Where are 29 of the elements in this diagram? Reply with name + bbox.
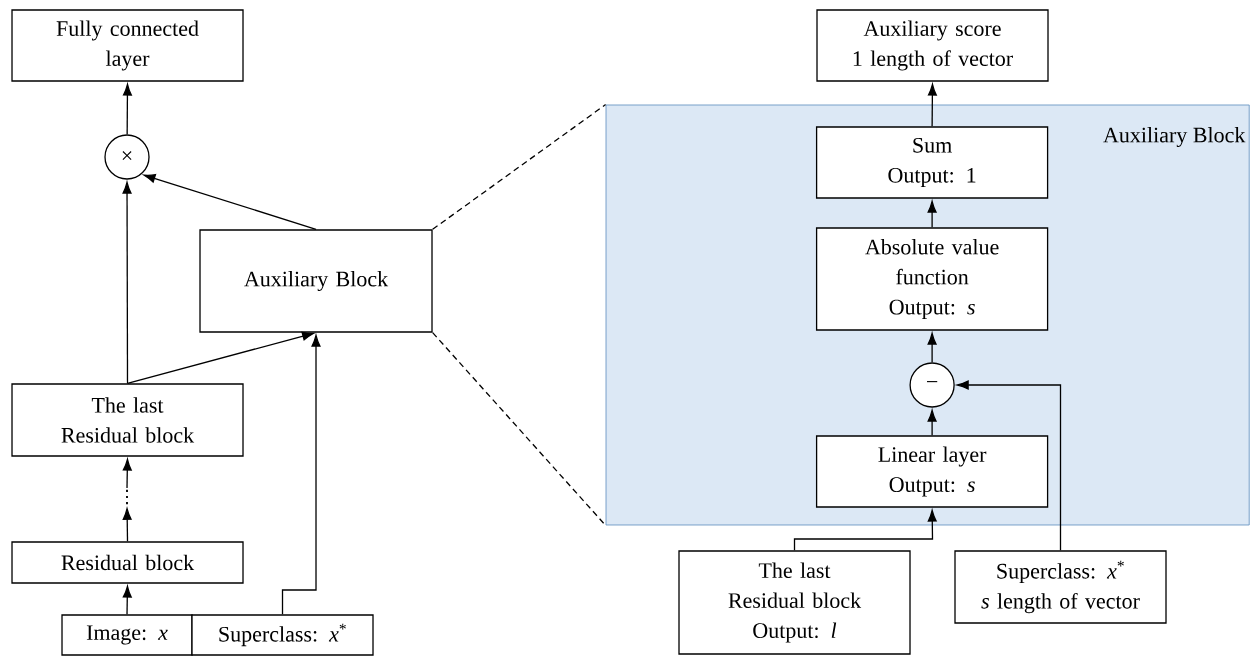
arrow [126, 331, 314, 384]
process-box: Fully connected layer [11, 9, 244, 82]
input-box: The last Residual block Output: l [678, 550, 911, 655]
process-box: Residual block [11, 541, 244, 584]
arrow [122, 508, 132, 542]
process-box: Linear layer Output: s [815, 435, 1049, 508]
zoom-line [432, 103, 607, 230]
arrow [927, 200, 937, 228]
input-box: Image: x [61, 614, 193, 656]
panel-title: Auxiliary Block [1103, 127, 1246, 147]
input-box: Superclass: x$^{*}$ [191, 614, 374, 656]
arrow [122, 458, 132, 489]
output-box: Auxiliary score 1 length of vector [816, 9, 1049, 82]
arrow [793, 509, 937, 551]
input-box: Superclass: x$^{*}$ s length of vector [954, 550, 1167, 624]
process-box: Auxiliary Block [199, 229, 433, 333]
arrow [281, 334, 321, 615]
process-box: Absolute value function Output: s [815, 227, 1049, 331]
arrow [927, 332, 937, 363]
arrow [122, 181, 132, 384]
arrow [927, 409, 937, 436]
arrow [122, 585, 132, 615]
process-box: Sum Output: 1 [815, 126, 1049, 199]
process-box: The last Residual block [11, 383, 244, 457]
arrow [143, 174, 317, 230]
arrow [122, 83, 132, 135]
ellipsis: ⋮ [126, 489, 128, 505]
arrow [956, 380, 1062, 551]
arrow [927, 83, 937, 127]
